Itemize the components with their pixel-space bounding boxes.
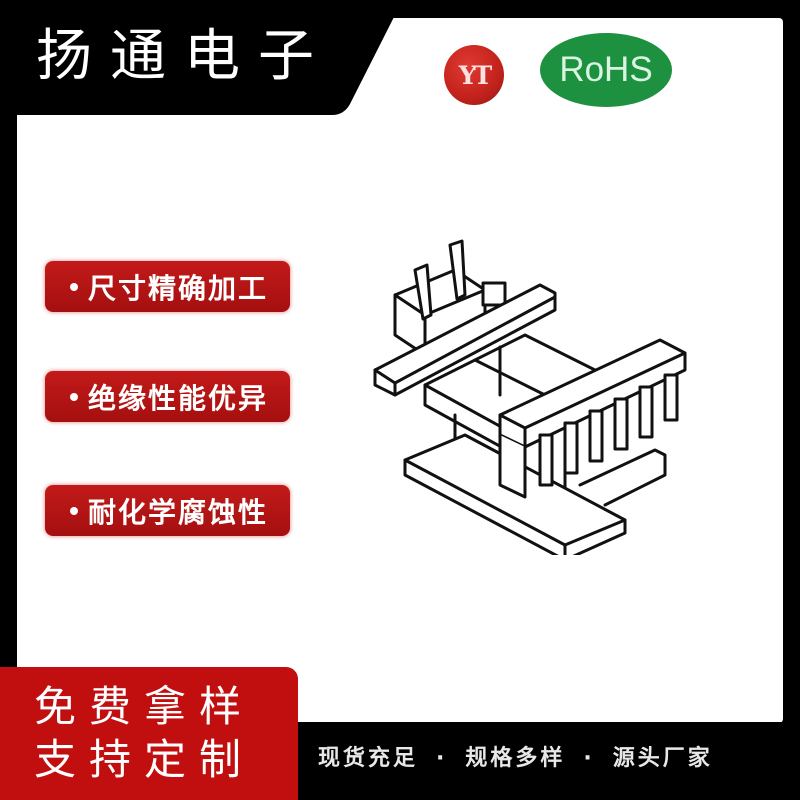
promo-box: 免费拿样 支持定制 [0, 667, 298, 800]
promo-custom-support: 支持定制 [34, 735, 255, 784]
feature-badge-precision: 尺寸精确加工 [45, 261, 290, 312]
tagline-in-stock: 现货充足 [318, 746, 419, 771]
feature-label: 耐化学腐蚀性 [88, 495, 269, 529]
rohs-badge: RoHS [540, 33, 672, 107]
tagline-factory-direct: 源头厂家 [612, 746, 713, 771]
separator-dot: · [583, 746, 595, 771]
transformer-bobbin-icon [365, 235, 695, 562]
feature-label: 尺寸精确加工 [88, 271, 269, 305]
footer-taglines: 现货充足 · 规格多样 · 源头厂家 [318, 740, 713, 772]
footer-bar [298, 722, 800, 800]
feature-badge-insulation: 绝缘性能优异 [45, 371, 290, 422]
bullet-icon [70, 506, 78, 515]
bullet-icon [70, 392, 78, 401]
yt-logo-icon: YT [444, 45, 504, 105]
tagline-variety: 规格多样 [465, 746, 566, 771]
promo-free-sample: 免费拿样 [34, 682, 255, 731]
separator-dot: · [436, 746, 448, 771]
bullet-icon [70, 282, 78, 291]
feature-badge-chemical-resistance: 耐化学腐蚀性 [45, 485, 290, 536]
header-bar [0, 0, 400, 116]
feature-label: 绝缘性能优异 [88, 381, 269, 415]
brand-title: 扬通电子 [36, 24, 332, 89]
